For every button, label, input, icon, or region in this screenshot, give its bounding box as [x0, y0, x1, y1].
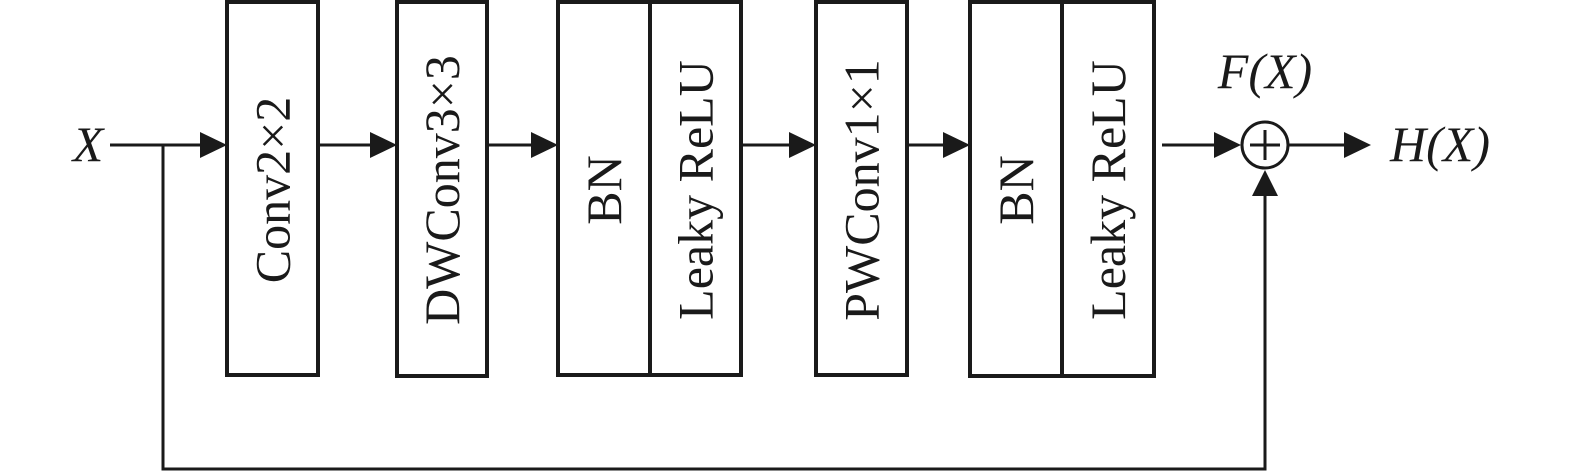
arrow-dwconv3x3-to-bn	[487, 132, 558, 158]
skip-connection	[161, 145, 1278, 471]
block-leaky-relu-1: Leaky ReLU	[648, 0, 743, 377]
block-leaky-relu-2: Leaky ReLU	[1060, 0, 1156, 378]
block-bn-1-label: BN	[576, 155, 632, 224]
block-bn-2-label: BN	[988, 155, 1044, 224]
input-label: X	[71, 116, 106, 172]
block-conv2x2-label: Conv2×2	[245, 97, 301, 284]
block-bn-2: BN	[968, 0, 1064, 378]
arrow-conv2x2-to-dwconv3x3	[318, 132, 397, 158]
circled-plus-icon	[1240, 120, 1290, 170]
residual-label: F(X)	[1217, 43, 1312, 99]
block-dwconv3x3-label: DWConv3×3	[414, 55, 470, 325]
block-conv2x2: Conv2×2	[225, 0, 320, 377]
arrow-pwconv1x1-to-bn	[907, 132, 970, 158]
block-bn-1: BN	[556, 0, 652, 377]
block-dwconv3x3: DWConv3×3	[395, 0, 489, 378]
arrow-input-to-conv2x2	[110, 132, 227, 158]
arrow-sum-to-output	[1288, 132, 1371, 158]
block-pwconv1x1-label: PWConv1×1	[834, 59, 890, 321]
block-pwconv1x1: PWConv1×1	[814, 0, 909, 377]
block-leaky-relu-2-label: Leaky ReLU	[1080, 60, 1136, 320]
arrow-relu-to-pwconv1x1	[741, 132, 816, 158]
block-leaky-relu-1-label: Leaky ReLU	[668, 60, 724, 320]
arrow-relu-to-sum	[1162, 132, 1241, 158]
output-label: H(X)	[1389, 116, 1490, 172]
